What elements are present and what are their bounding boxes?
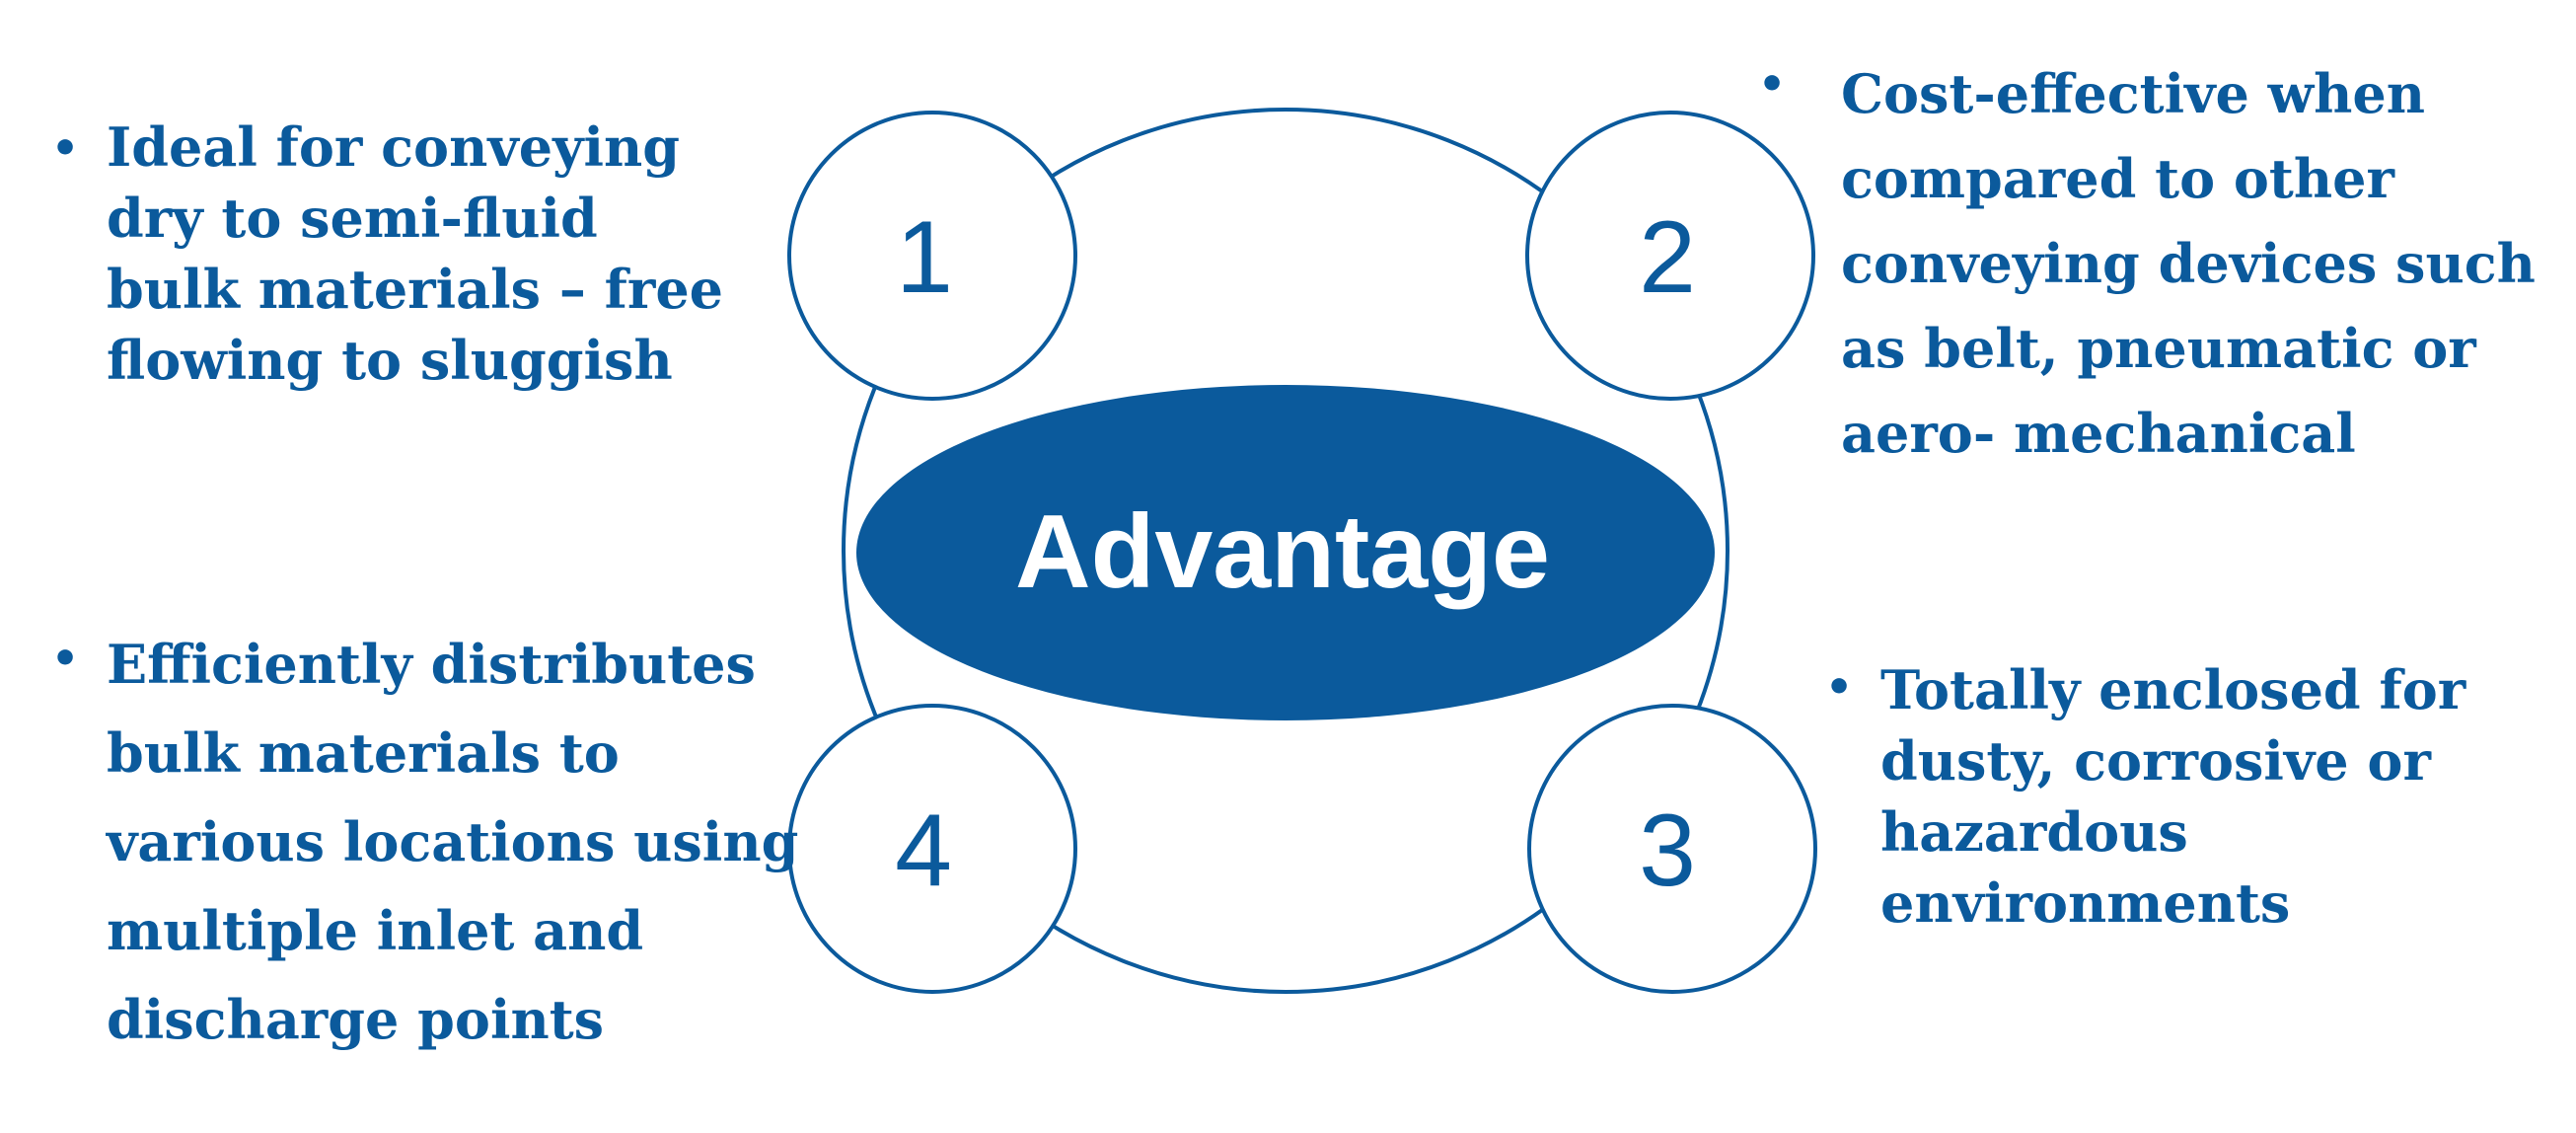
node-2: 2 — [1525, 111, 1815, 401]
bullet-line: Totally enclosed for — [1880, 658, 2466, 721]
bullet-marker: • — [1825, 662, 1854, 713]
bullet-line: hazardous — [1880, 800, 2188, 864]
node-4: 4 — [787, 704, 1077, 994]
bullet-line: bulk materials to — [107, 721, 620, 785]
bullet-line: environments — [1880, 871, 2291, 935]
center-ellipse — [856, 385, 1715, 720]
bullet-line: discharge points — [107, 988, 605, 1051]
bullet-line: bulk materials – free — [107, 258, 724, 321]
node-4-number: 4 — [895, 793, 952, 908]
node-2-number: 2 — [1639, 200, 1696, 315]
bullet-line: dry to semi-fluid — [107, 187, 598, 250]
outer-ring — [842, 108, 1730, 994]
bullet-line: flowing to sluggish — [107, 329, 673, 392]
bullet-line: various locations using — [107, 810, 799, 873]
node-3-number: 3 — [1639, 793, 1696, 908]
node-1-number: 1 — [896, 200, 953, 315]
bullet-line: aero- mechanical — [1841, 402, 2356, 465]
bullet-line: multiple inlet and — [107, 899, 644, 962]
bullet-text: Efficiently distributes bulk materials t… — [107, 620, 798, 1064]
node-2-circle — [1525, 111, 1815, 401]
node-3-circle — [1527, 704, 1817, 994]
bullet-line: conveying devices such — [1841, 232, 2536, 295]
bullet-text: Cost-effective when compared to other co… — [1841, 51, 2536, 476]
bullet-line: Efficiently distributes — [107, 633, 756, 696]
bullet-line: dusty, corrosive or — [1880, 729, 2431, 793]
node-4-circle — [787, 704, 1077, 994]
bullet-line: Cost-effective when — [1841, 62, 2426, 125]
bullet-text: Totally enclosed for dusty, corrosive or… — [1880, 654, 2466, 939]
node-1-circle — [787, 111, 1077, 401]
bullet-marker: • — [1758, 59, 1787, 110]
bullet-marker: • — [51, 123, 80, 174]
bullet-marker: • — [51, 634, 80, 684]
node-1: 1 — [787, 111, 1077, 401]
bullet-line: Ideal for conveying — [107, 115, 680, 179]
node-3: 3 — [1527, 704, 1817, 994]
bullet-text: Ideal for conveying dry to semi-fluid bu… — [107, 112, 723, 396]
bullet-line: compared to other — [1841, 147, 2394, 210]
bullet-line: as belt, pneumatic or — [1841, 317, 2476, 380]
center-label: Advantage — [1015, 493, 1550, 610]
